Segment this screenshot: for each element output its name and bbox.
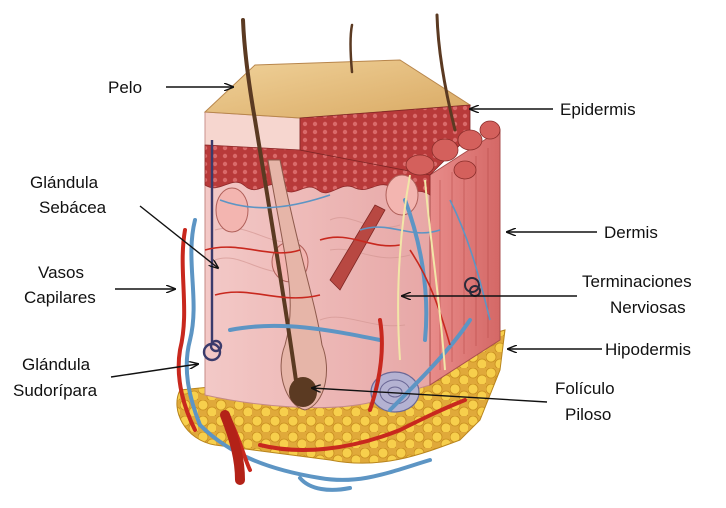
leader-glandula-sudoripara xyxy=(111,364,198,377)
label-foliculo-piloso-line1: Folículo xyxy=(555,379,615,398)
label-pelo: Pelo xyxy=(108,78,142,97)
label-epidermis: Epidermis xyxy=(560,100,636,119)
label-hipodermis: Hipodermis xyxy=(605,340,691,359)
label-glandula-sudoripara-line2: Sudorípara xyxy=(13,381,98,400)
label-vasos-capilares-line2: Capilares xyxy=(24,288,96,307)
label-terminaciones-nerviosas-line2: Nerviosas xyxy=(610,298,686,317)
label-vasos-capilares-line1: Vasos xyxy=(38,263,84,282)
label-terminaciones-nerviosas-line1: Terminaciones xyxy=(582,272,692,291)
label-dermis: Dermis xyxy=(604,223,658,242)
label-glandula-sebacea-line2: Sebácea xyxy=(39,198,107,217)
epidermis-front-band xyxy=(205,112,300,150)
label-glandula-sebacea-line1: Glándula xyxy=(30,173,99,192)
label-foliculo-piloso-line2: Piloso xyxy=(565,405,611,424)
label-glandula-sudoripara-line1: Glándula xyxy=(22,355,91,374)
skin-block-illustration xyxy=(177,15,505,490)
hair-bulb xyxy=(289,377,317,407)
